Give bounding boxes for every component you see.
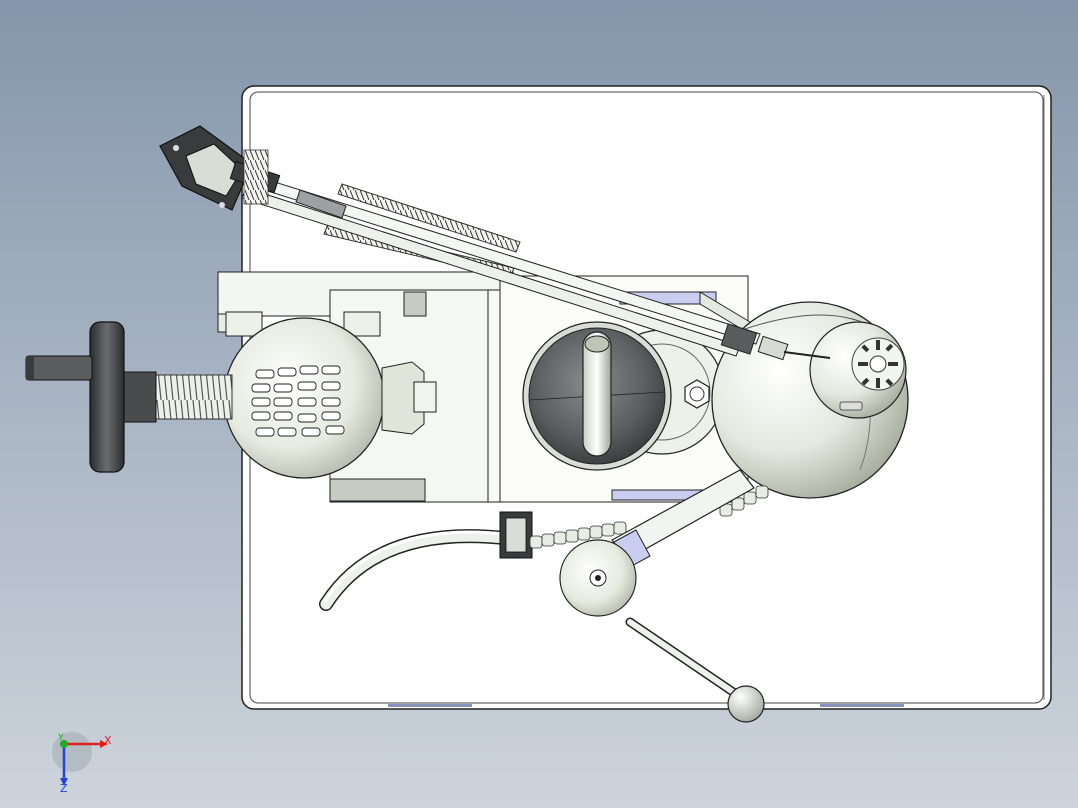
vent-grille: [251, 365, 345, 437]
hose-pipe: [319, 511, 533, 611]
linkage-rods: [225, 167, 831, 361]
axis-triad-icon: [52, 732, 108, 786]
adjustment-screw: [123, 371, 233, 423]
x-axis-label: X: [104, 734, 112, 747]
knob-slots: [858, 340, 898, 388]
y-axis-label: Y: [57, 733, 64, 743]
top-bracket[interactable]: [159, 125, 281, 211]
lever-arm[interactable]: [559, 469, 765, 723]
hose-chain: [529, 485, 769, 549]
z-axis-label: Z: [60, 782, 68, 795]
handwheel[interactable]: [25, 321, 125, 473]
filter-cap[interactable]: [522, 321, 672, 471]
motor-housing: [223, 317, 437, 479]
